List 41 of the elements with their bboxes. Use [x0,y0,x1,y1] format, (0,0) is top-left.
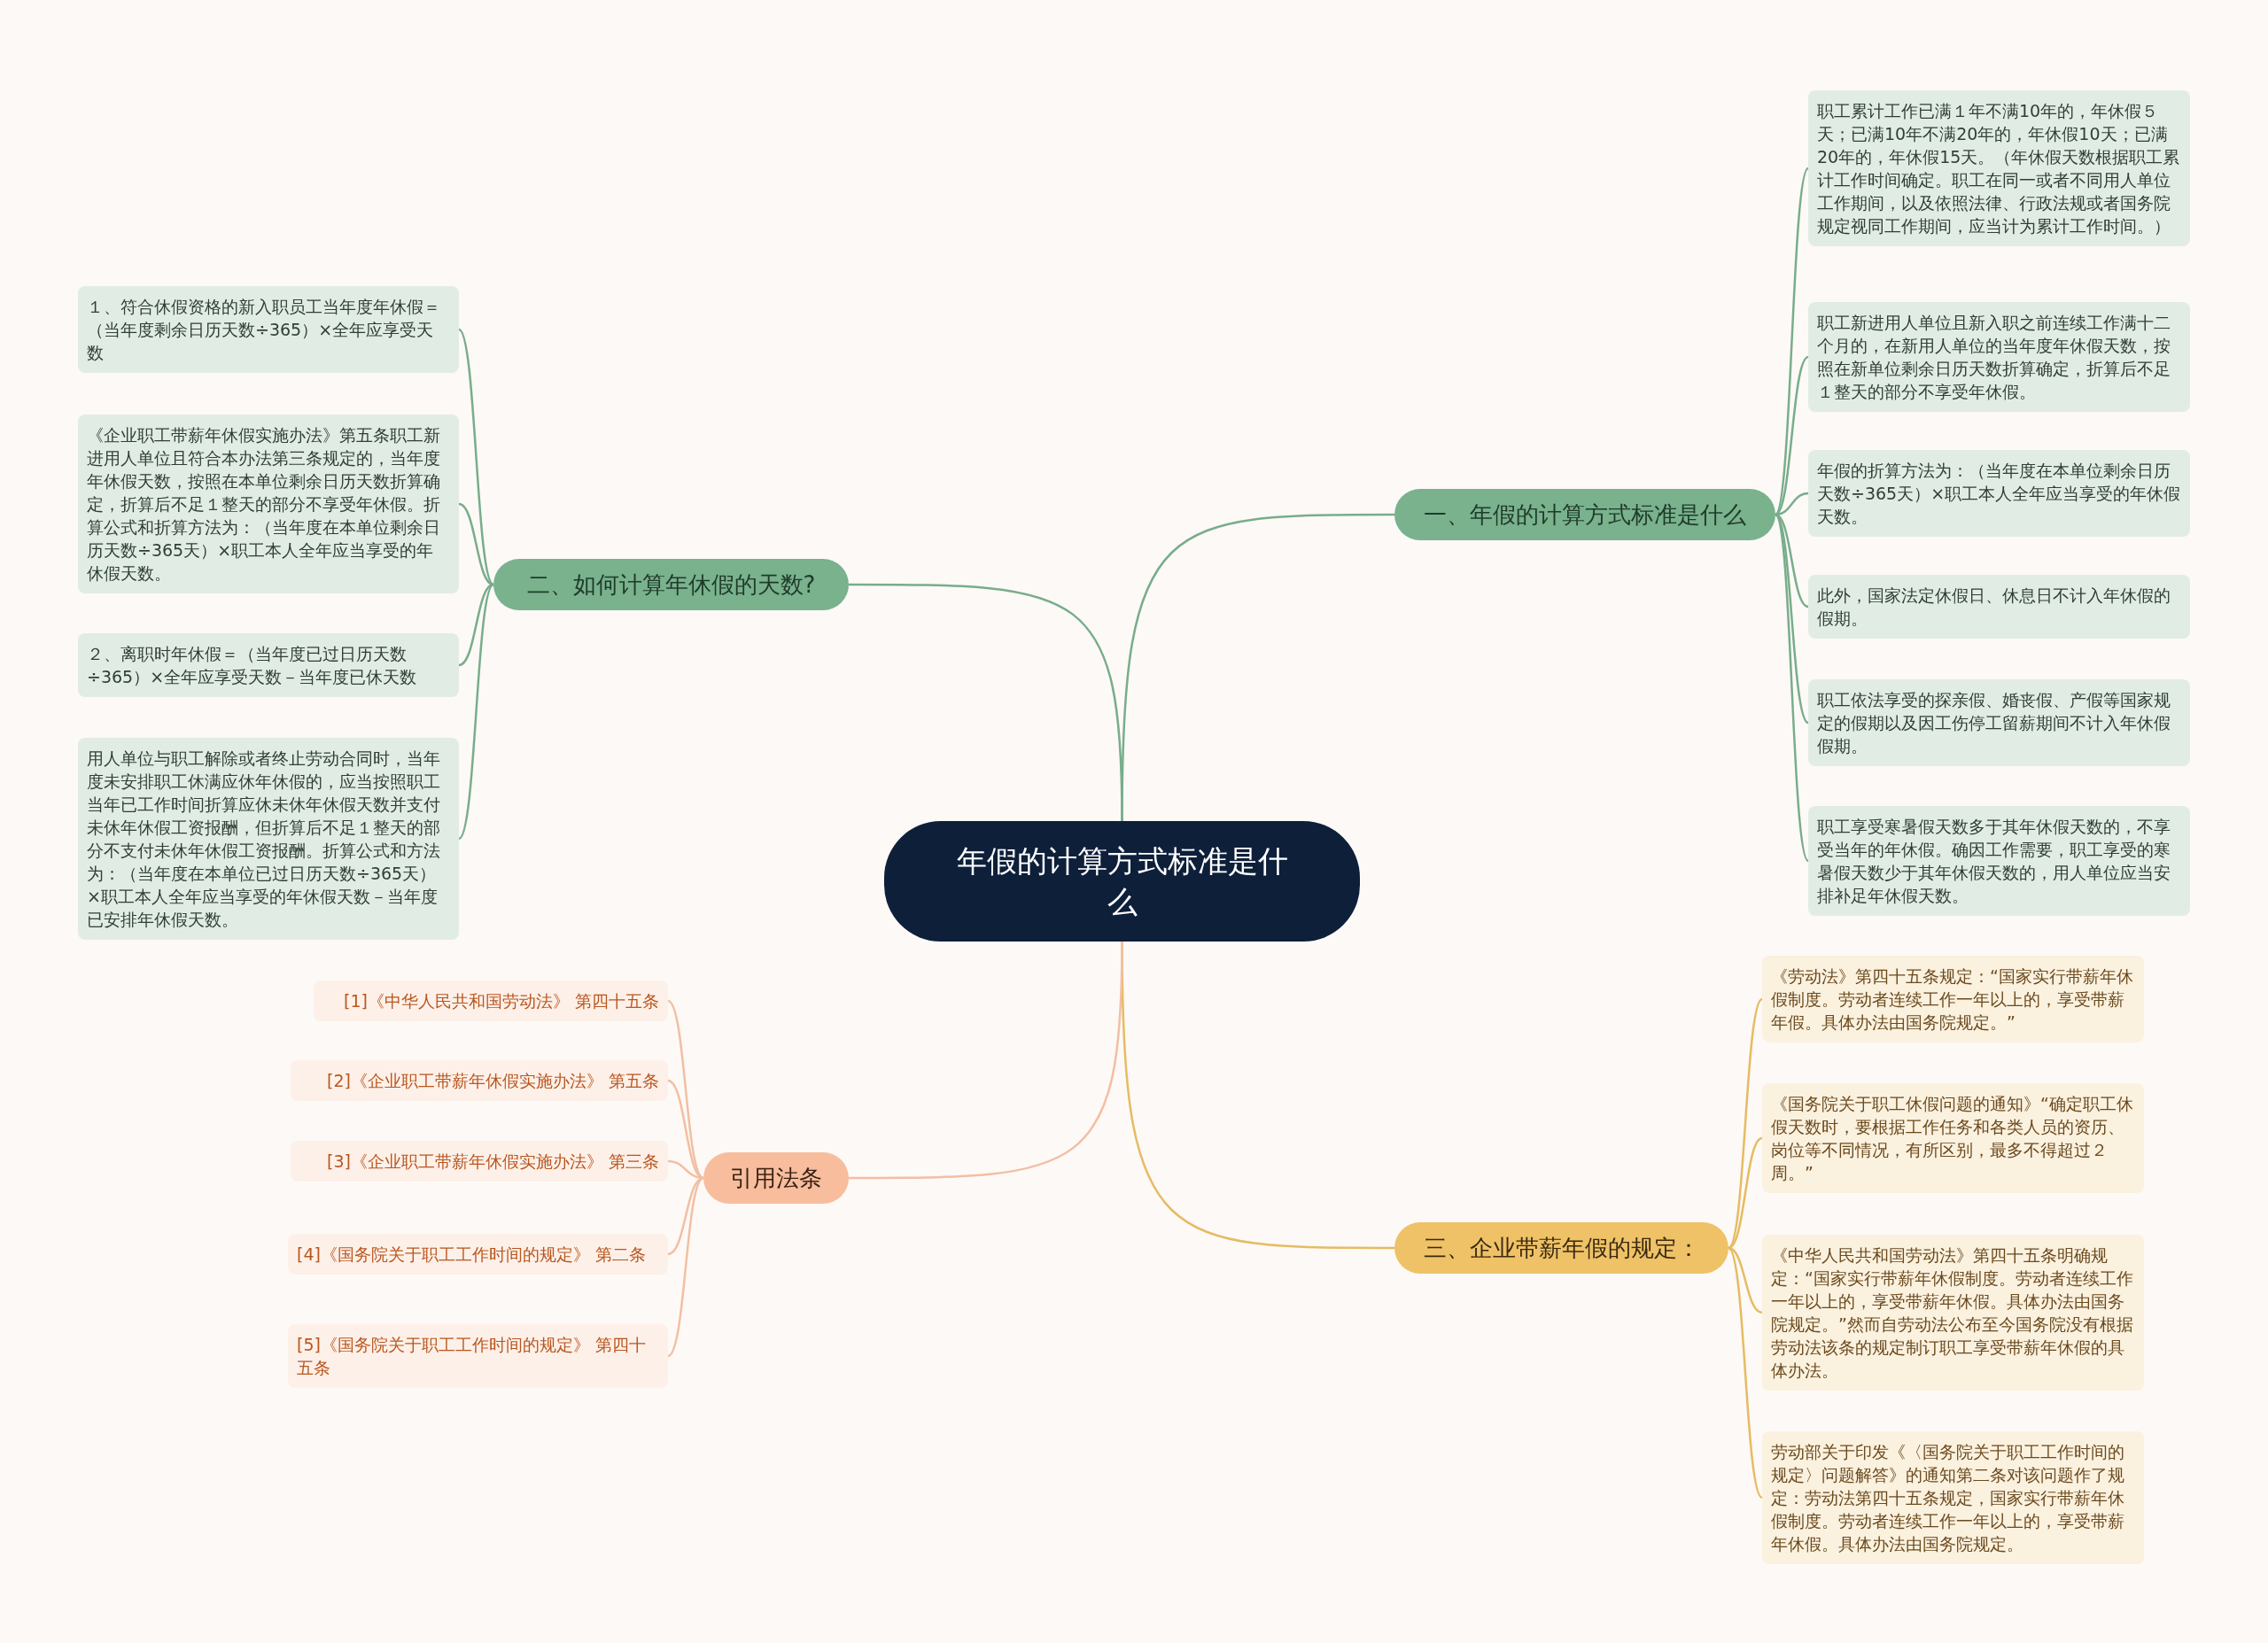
detail-card: 《劳动法》第四十五条规定：“国家实行带薪年休假制度。劳动者连续工作一年以上的，享受带薪年假。具体办法由国务院规定。” [1762,956,2144,1042]
detail-card: 职工累计工作已满１年不满10年的，年休假５天；已满10年不满20年的，年休假10天；已满20年的，年休假15天。（年休假天数根据职工累计工作时间确定。职工在同一或者不同用人单位工作期间，以及依照法律、行政法规或者国务院规定视同工作期间，应当计为累计工作时间。） [1808,90,2190,246]
connector-line [1728,1136,1763,1250]
detail-card: 职工新进用人单位且新入职之前连续工作满十二个月的，在新用人单位的当年度年休假天数，按照在新单位剩余日历天数折算确定，折算后不足１整天的部分不享受年休假。 [1808,302,2190,412]
connector-line [1774,167,1810,515]
detail-card: [2]《企业职工带薪年休假实施办法》 第五条 [291,1060,668,1101]
connector-line [667,1176,704,1256]
detail-card: 职工享受寒暑假天数多于其年休假天数的，不享受当年的年休假。确因工作需要，职工享受的寒暑假天数少于其年休假天数的，用人单位应当安排补足年休假天数。 [1808,806,2190,916]
connector-line [849,583,1123,822]
connector-line [458,502,494,586]
detail-card: 劳动部关于印发《〈国务院关于职工工作时间的规定〉问题解答》的通知第二条对该问题作了规定：劳动法第四十五条规定，国家实行带薪年休假制度。劳动者连续工作一年以上的，享受带薪年休假。具体办法由国务院规定。 [1762,1431,2144,1564]
branch-topic: 三、企业带薪年假的规定： [1394,1222,1728,1274]
connector-line [458,584,494,840]
connector-line [1728,1247,1763,1499]
connector-line [1774,514,1810,862]
connector-line [458,583,494,667]
branch-topic: 引用法条 [703,1152,849,1204]
detail-card: [5]《国务院关于职工工作时间的规定》 第四十五条 [288,1324,668,1388]
detail-card: ２、离职时年休假＝（当年度已过日历天数÷365）×全年应享受天数－当年度已休天数 [78,633,459,697]
detail-card: 《中华人民共和国劳动法》第四十五条明确规定：“国家实行带薪年休假制度。劳动者连续工作一年以上的，享受带薪年休假。具体办法由国务院规定。”然而自劳动法公布至今国务院没有根据劳动法该条的规定制订职工享受带薪年休假的具体办法。 [1762,1235,2144,1391]
connector-line [849,941,1123,1180]
detail-card: 《国务院关于职工休假问题的通知》“确定职工休假天数时，要根据工作任务和各类人员的资历、岗位等不同情况，有所区别，最多不得超过２周。” [1762,1083,2144,1193]
detail-card: [3]《企业职工带薪年休假实施办法》 第三条 [291,1141,668,1182]
detail-card: 年假的折算方法为：（当年度在本单位剩余日历天数÷365天）×职工本人全年应当享受的年休假天数。 [1808,450,2190,537]
connector-line [1728,998,1763,1249]
detail-card: 职工依法享受的探亲假、婚丧假、产假等国家规定的假期以及因工伤停工留薪期间不计入年休假假期。 [1808,679,2190,766]
branch-topic: 二、如何计算年休假的天数? [493,559,849,610]
detail-card: １、符合休假资格的新入职员工当年度年休假＝（当年度剩余日历天数÷365）×全年应享受天数 [78,286,459,373]
connector-line [1775,514,1809,724]
connector-line [667,1000,704,1179]
detail-card: [4]《国务院关于职工工作时间的规定》 第二条 [288,1234,668,1275]
branch-topic: 一、年假的计算方式标准是什么 [1394,489,1775,540]
detail-card: 用人单位与职工解除或者终止劳动合同时，当年度未安排职工休满应休年休假的，应当按照职工当年已工作时间折算应休未休年休假天数并支付未休年休假工资报酬，但折算后不足１整天的部分不支付未休年休假工资报酬。折算公式和方法为：（当年度在本单位已过日历天数÷365天）×职工本人全年应当享受的年休假天数－当年度已安排年休假天数。 [78,738,459,940]
detail-card: [1]《中华人民共和国劳动法》 第四十五条 [314,980,668,1021]
connector-line [458,329,494,585]
connector-line [1728,1246,1763,1314]
detail-card: 《企业职工带薪年休假实施办法》第五条职工新进用人单位且符合本办法第三条规定的，当年度年休假天数，按照在本单位剩余日历天数折算确定，折算后不足１整天的部分不享受年休假。折算公式和折算方法为：（当年度在本单位剩余日历天数÷365天）×职工本人全年应当享受的年休假天数。 [78,415,459,593]
connector-line [667,1177,704,1357]
connector-line [1775,356,1809,515]
central-topic: 年假的计算方式标准是什么 [884,821,1360,942]
detail-card: 此外，国家法定休假日、休息日不计入年休假的假期。 [1808,575,2190,639]
